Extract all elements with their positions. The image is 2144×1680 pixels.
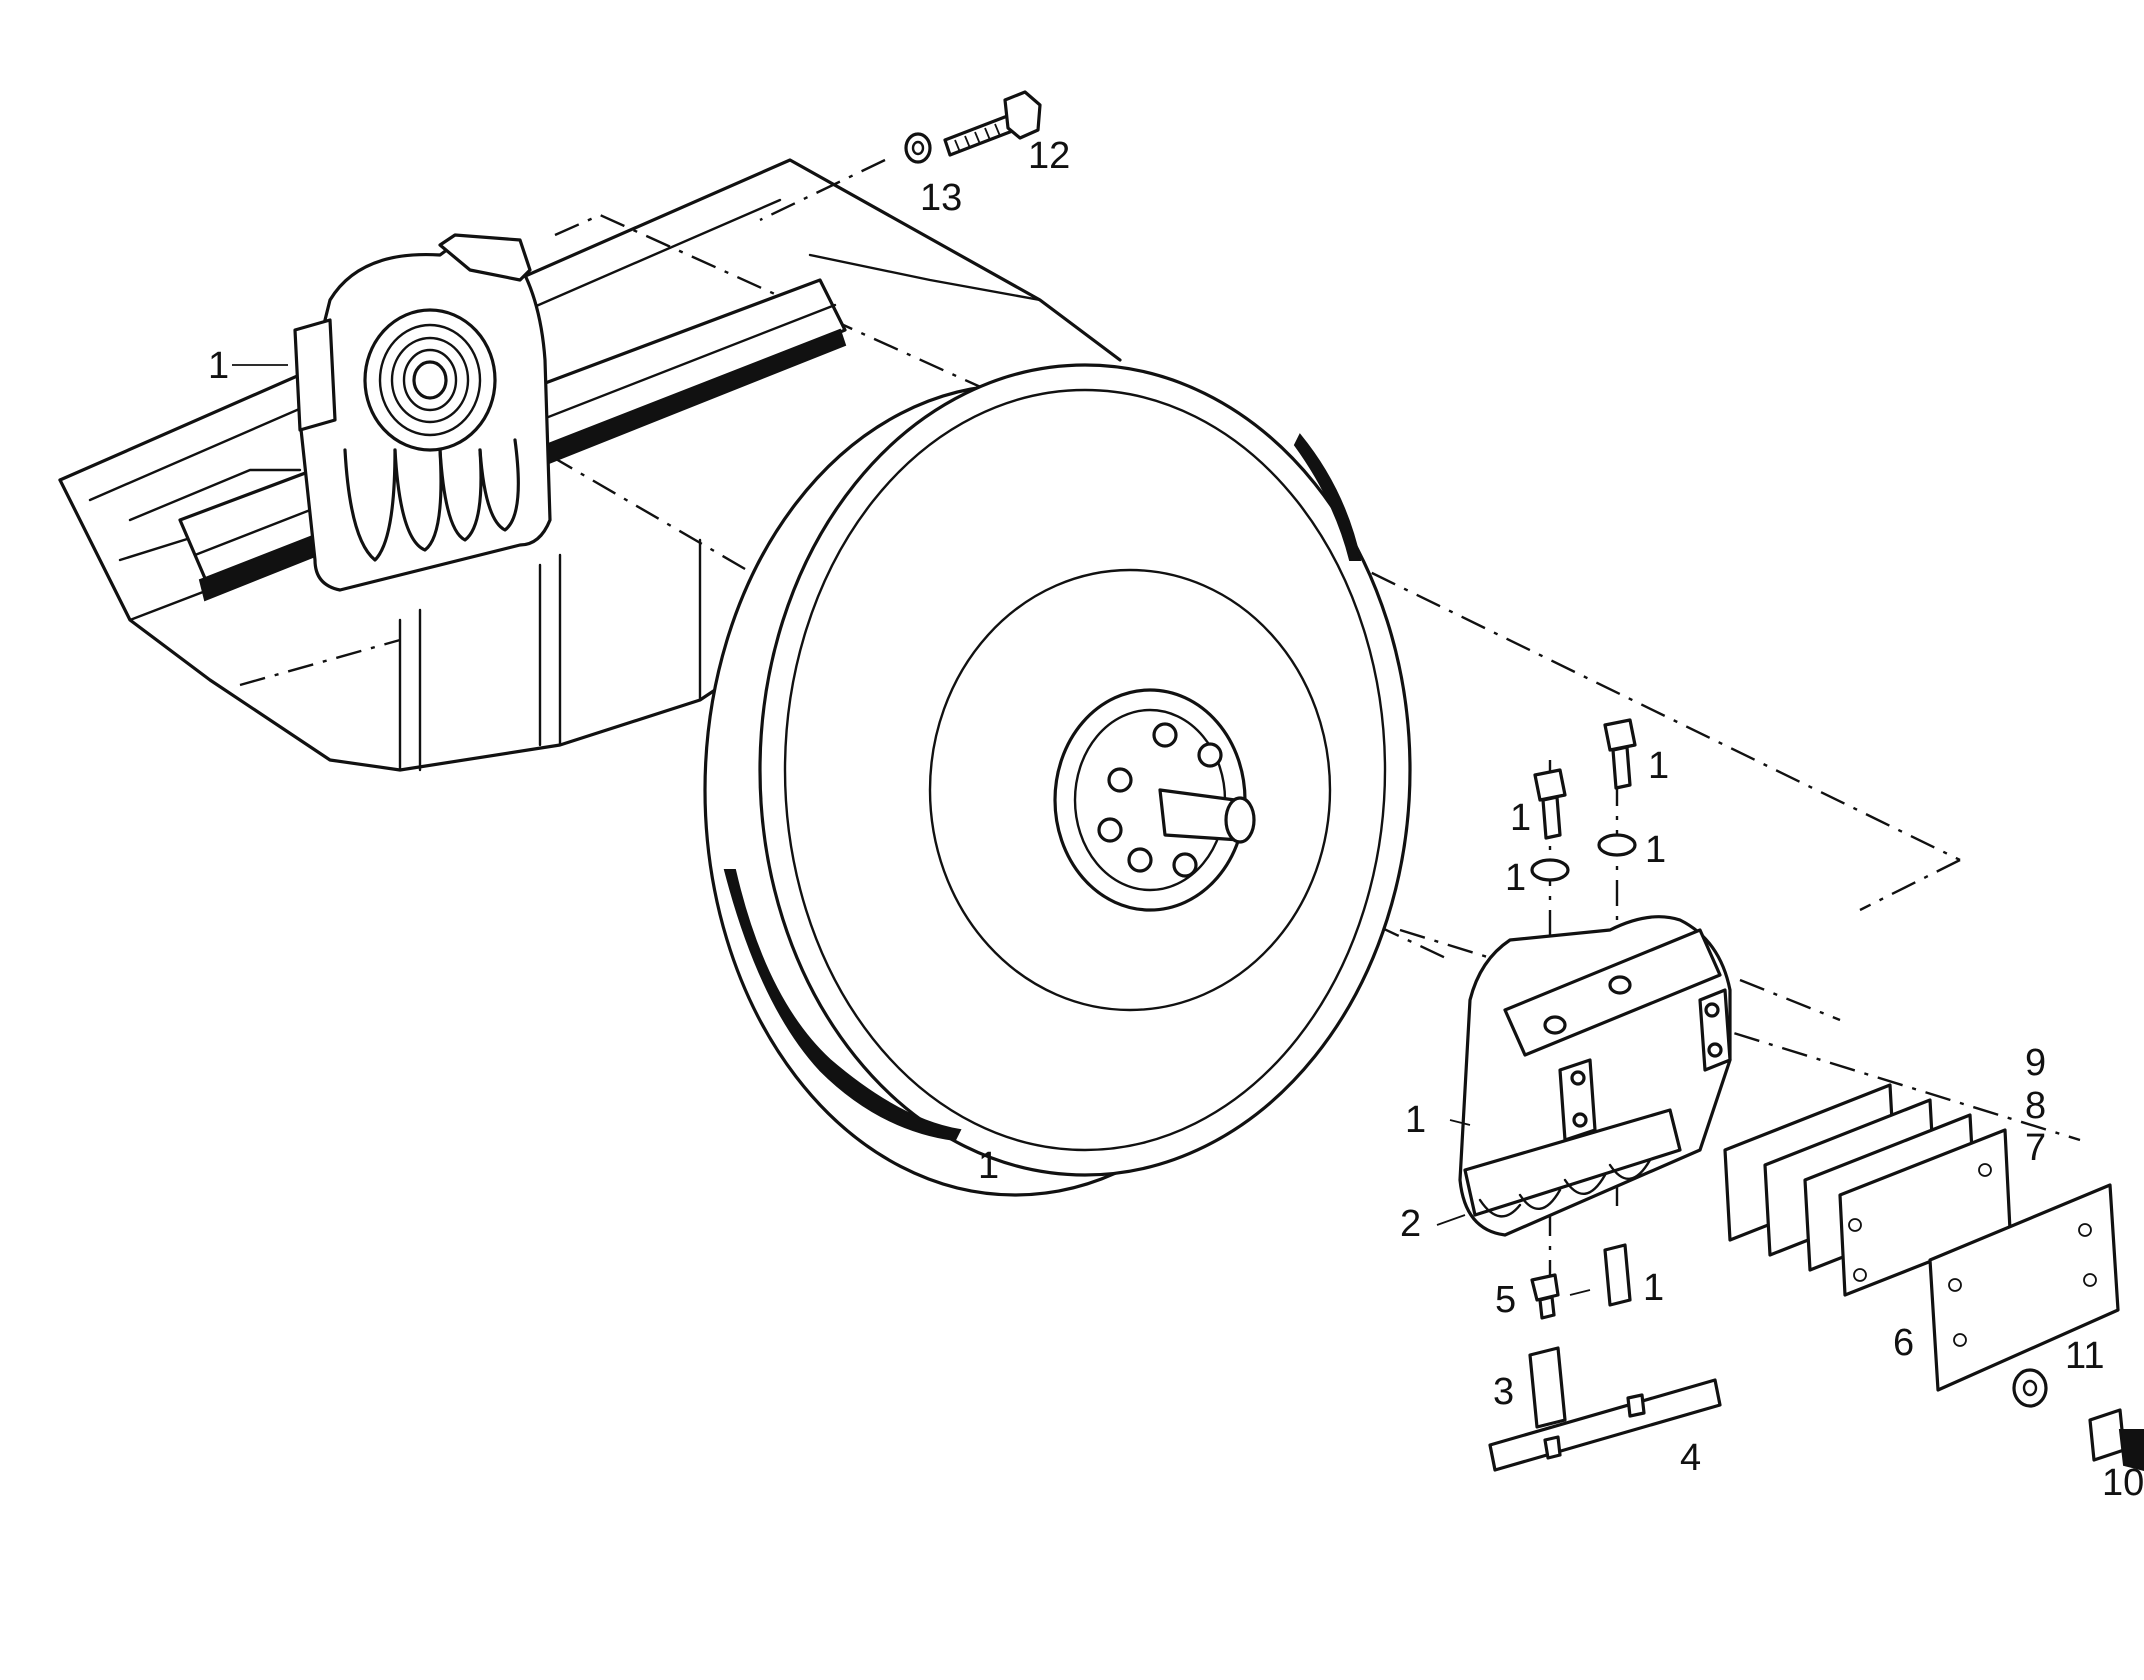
label-12: 12 xyxy=(1028,135,1070,177)
label-1-bolt-right: 1 xyxy=(1648,745,1669,787)
label-13: 13 xyxy=(920,177,962,219)
bearing-housing xyxy=(1458,915,1732,1237)
label-6: 6 xyxy=(1893,1322,1914,1364)
leader-lines xyxy=(232,364,1591,1296)
lower-parts xyxy=(1488,1243,1722,1472)
upper-bolts xyxy=(1530,718,1637,882)
label-7: 7 xyxy=(2025,1127,2046,1169)
label-1-bolt-left: 1 xyxy=(1510,797,1531,839)
washer-13 xyxy=(904,132,932,164)
label-9: 9 xyxy=(2025,1042,2046,1084)
bolt-12 xyxy=(943,90,1042,157)
washer-11 xyxy=(2012,1368,2048,1408)
spring-bracket xyxy=(293,233,552,592)
label-8: 8 xyxy=(2025,1085,2046,1127)
plate-6 xyxy=(1928,1183,2120,1392)
callout-labels: 1 13 12 1 1 1 1 1 1 2 5 1 3 4 9 8 7 6 11… xyxy=(208,135,2144,1504)
label-5: 5 xyxy=(1495,1279,1516,1321)
label-1-housing: 1 xyxy=(1405,1099,1426,1141)
label-1-spring: 1 xyxy=(208,345,229,387)
label-11: 11 xyxy=(2065,1335,2104,1377)
label-4: 4 xyxy=(1680,1437,1701,1479)
label-1-washer-left: 1 xyxy=(1505,857,1526,899)
shim-plates xyxy=(1723,1083,2012,1297)
label-1-wheel: 1 xyxy=(978,1145,999,1187)
bolt-10 xyxy=(2088,1408,2144,1472)
label-1-bushing: 1 xyxy=(1643,1267,1664,1309)
label-10: 10 xyxy=(2102,1462,2144,1504)
label-3: 3 xyxy=(1493,1371,1514,1413)
label-1-washer-right: 1 xyxy=(1645,829,1666,871)
label-2: 2 xyxy=(1400,1203,1421,1245)
idler-wheel xyxy=(703,363,1412,1197)
